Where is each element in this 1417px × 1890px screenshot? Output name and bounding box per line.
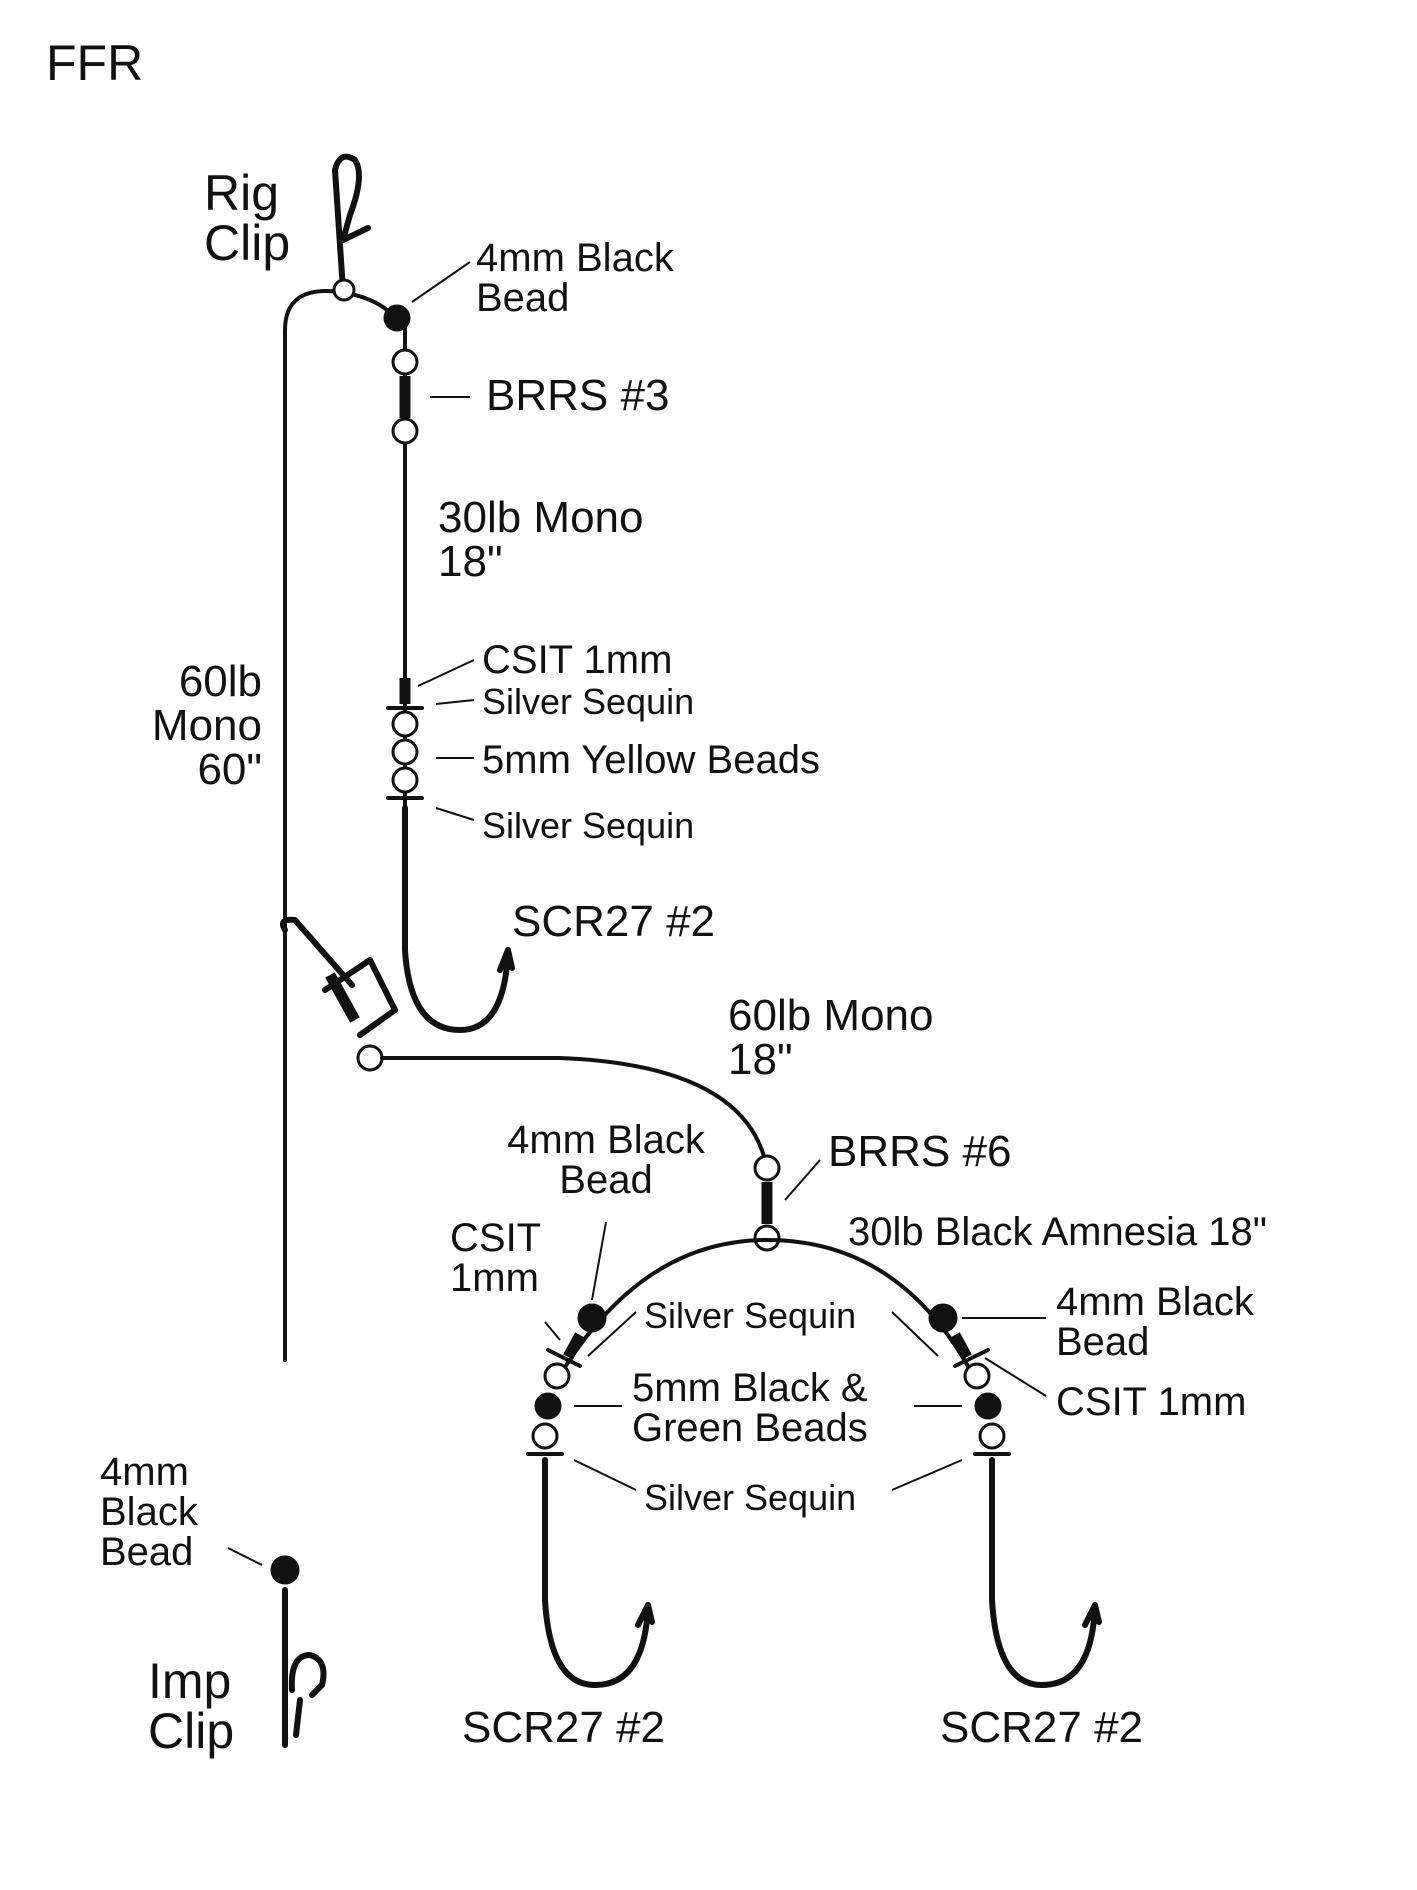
left-black-bead [577,1303,607,1333]
amnesia-label: 30lb Black Amnesia 18" [848,1210,1267,1254]
main-mono-line [283,289,399,1362]
imp-clip-label: Imp Clip [148,1653,235,1759]
imp-clip-icon [282,1587,327,1748]
mono60-main-label: 60lb Mono 60" [151,657,262,794]
left-bead-3 [531,1422,559,1450]
leader-lines [227,261,1047,1566]
bead-left-label: 4mm Black Bead [507,1118,705,1202]
sequin-mid-label: Silver Sequin [644,1295,857,1336]
black-green-beads-label: 5mm Black & Green Beads [632,1366,868,1450]
brrs6-ring-top [753,1154,781,1182]
swivel-clip-icon [280,916,398,1072]
rig-clip-icon [332,153,371,302]
top-black-bead [383,304,411,332]
hook-left-label: SCR27 #2 [462,1703,666,1752]
yellow-bead-3 [391,766,419,794]
right-black-bead [928,1303,958,1333]
bottom-bead-label: 4mm Black Bead [100,1450,198,1574]
sequin-right-top [953,1348,990,1368]
mono60-branch-label: 60lb Mono 18" [728,991,934,1084]
top-bead-label: 4mm Black Bead [476,236,674,320]
brrs3-ring-top [391,348,419,376]
sequin-left-top [546,1348,582,1368]
csit-top-label: CSIT 1mm [482,638,673,682]
yellow-beads-label: 5mm Yellow Beads [482,738,820,782]
right-bead-2 [974,1392,1002,1420]
rig-clip-label: Rig Clip [204,165,291,271]
bead-right-label: 4mm Black Bead [1056,1280,1254,1364]
sequin-top1-label: Silver Sequin [482,681,695,722]
csit-right [950,1332,972,1360]
csit-left-label: CSIT 1mm [450,1216,542,1300]
brrs3-label: BRRS #3 [486,371,670,420]
left-hook-icon [542,1457,655,1688]
sequin-top2-label: Silver Sequin [482,805,695,846]
top-hook-icon [402,805,515,1033]
hook-right-label: SCR27 #2 [940,1703,1144,1752]
left-bead-2 [534,1392,562,1420]
amnesia-arch [555,1237,980,1387]
csit-right-label: CSIT 1mm [1056,1380,1247,1424]
brrs3-ring-bottom [391,417,419,445]
right-hook-icon [989,1457,1102,1688]
right-bead-1 [963,1362,991,1390]
hook-top-label: SCR27 #2 [512,897,716,946]
mono30-label: 30lb Mono 18" [438,493,644,586]
branch-mono-line [380,1056,767,1162]
csit-left [563,1332,585,1360]
yellow-bead-1 [391,710,419,738]
bottom-black-bead [270,1555,300,1585]
yellow-bead-2 [391,738,419,766]
left-bead-1 [543,1362,571,1390]
diagram-title: FFR [46,35,144,91]
right-bead-3 [978,1422,1006,1450]
brrs6-label: BRRS #6 [828,1127,1012,1176]
sequin-bottom-label: Silver Sequin [644,1477,857,1518]
